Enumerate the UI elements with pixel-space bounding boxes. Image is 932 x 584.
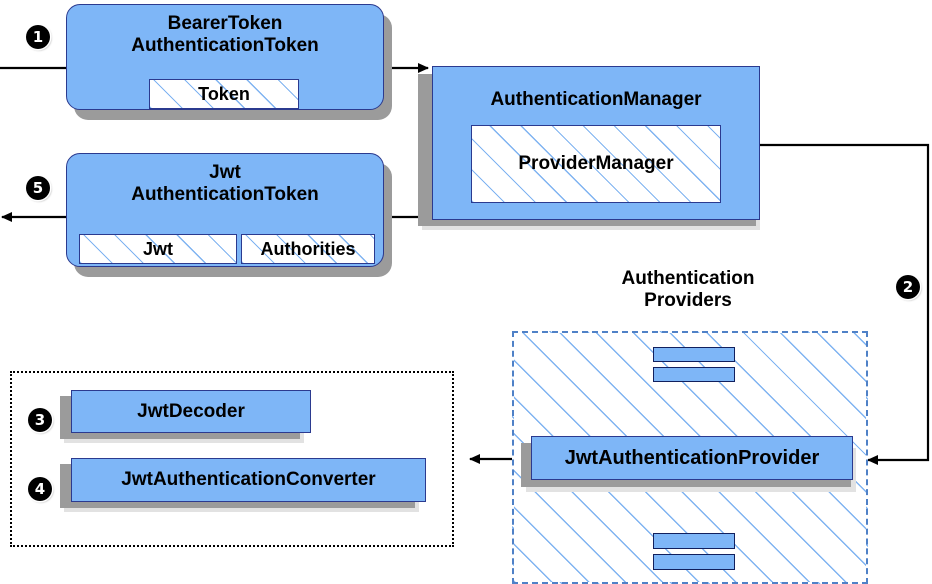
jwt-authentication-converter-label: JwtAuthenticationConverter bbox=[121, 469, 376, 490]
node-authentication-manager[interactable]: AuthenticationManager ProviderManager bbox=[432, 66, 760, 220]
badge-step-5: 5 bbox=[26, 176, 50, 200]
authentication-manager-title: AuthenticationManager bbox=[490, 89, 702, 110]
badge-step-1: 1 bbox=[26, 25, 50, 49]
badge-step-3: 3 bbox=[28, 408, 52, 432]
provider-stack-bar-top-1 bbox=[653, 347, 735, 362]
authentication-providers-group-label: Authentication Providers bbox=[621, 268, 755, 312]
field-authorities: Authorities bbox=[241, 234, 375, 264]
provider-stack-bar-bottom-2 bbox=[653, 554, 735, 570]
provider-stack-bar-top-2 bbox=[653, 367, 735, 382]
jwt-decoder-label: JwtDecoder bbox=[137, 400, 245, 422]
node-jwt-authentication-provider[interactable]: JwtAuthenticationProvider bbox=[531, 436, 853, 480]
bearer-token-title-line2: AuthenticationToken bbox=[131, 35, 319, 57]
field-jwt: Jwt bbox=[79, 234, 237, 264]
jwt-token-title-line1: Jwt bbox=[209, 162, 241, 183]
jwt-authentication-provider-label: JwtAuthenticationProvider bbox=[564, 446, 820, 469]
node-jwt-authentication-token[interactable]: Jwt AuthenticationToken Jwt Authorities bbox=[66, 153, 384, 267]
node-bearer-token-authentication-token[interactable]: BearerToken AuthenticationToken Token bbox=[66, 4, 384, 110]
provider-stack-bar-bottom-1 bbox=[653, 533, 735, 549]
field-provider-manager: ProviderManager bbox=[471, 125, 721, 203]
badge-step-2: 2 bbox=[896, 275, 920, 299]
bearer-token-title-line1: BearerToken bbox=[167, 13, 283, 34]
group-jwt-support bbox=[10, 371, 454, 547]
jwt-token-title-line2: AuthenticationToken bbox=[131, 184, 319, 206]
badge-step-4: 4 bbox=[28, 477, 52, 501]
node-jwt-decoder[interactable]: JwtDecoder bbox=[71, 390, 311, 433]
node-jwt-authentication-converter[interactable]: JwtAuthenticationConverter bbox=[71, 458, 426, 502]
field-token: Token bbox=[149, 79, 299, 109]
